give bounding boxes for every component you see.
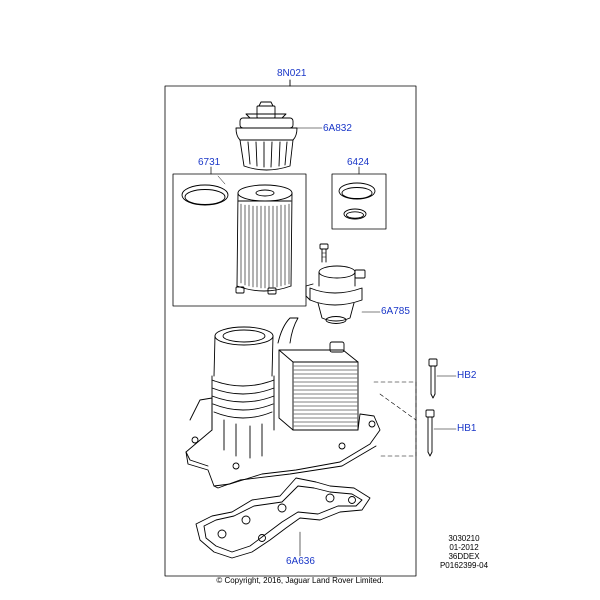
- callout-valve: 6A785: [381, 306, 410, 317]
- oil-cooler-housing-drawing: [185, 317, 381, 489]
- filter-cap-drawing: [235, 101, 323, 171]
- reference-line-2: 01-2012: [449, 543, 479, 552]
- copyright-notice: © Copyright, 2016, Jaguar Land Rover Lim…: [216, 576, 384, 585]
- seal-kit-box: [331, 173, 387, 230]
- callout-bolt-upper: HB2: [457, 370, 477, 381]
- reference-block: 3030210 01-2012 36DDEX P0162399-04: [424, 534, 504, 570]
- callout-bolt-lower: HB1: [457, 423, 477, 434]
- callout-gasket: 6A636: [286, 556, 315, 567]
- reference-line-3: 36DDEX: [448, 552, 480, 561]
- element-o-ring: [181, 184, 229, 206]
- reference-line-1: 3030210: [448, 534, 480, 543]
- bolts-drawing: [373, 358, 457, 457]
- assembly-frame: [164, 79, 417, 577]
- callout-assembly: 8N021: [277, 68, 307, 79]
- valve-screw: [319, 243, 329, 263]
- callout-seal-kit: 6424: [347, 157, 370, 168]
- filter-element-drawing: [217, 175, 293, 295]
- element-kit-box: [172, 173, 307, 307]
- callout-element-kit: 6731: [198, 157, 221, 168]
- callout-cap: 6A832: [323, 123, 352, 134]
- reference-line-4: P0162399-04: [439, 561, 489, 570]
- gasket-drawing: [195, 477, 371, 559]
- seal-kit-rings: [338, 182, 376, 220]
- valve-drawing: [305, 265, 381, 324]
